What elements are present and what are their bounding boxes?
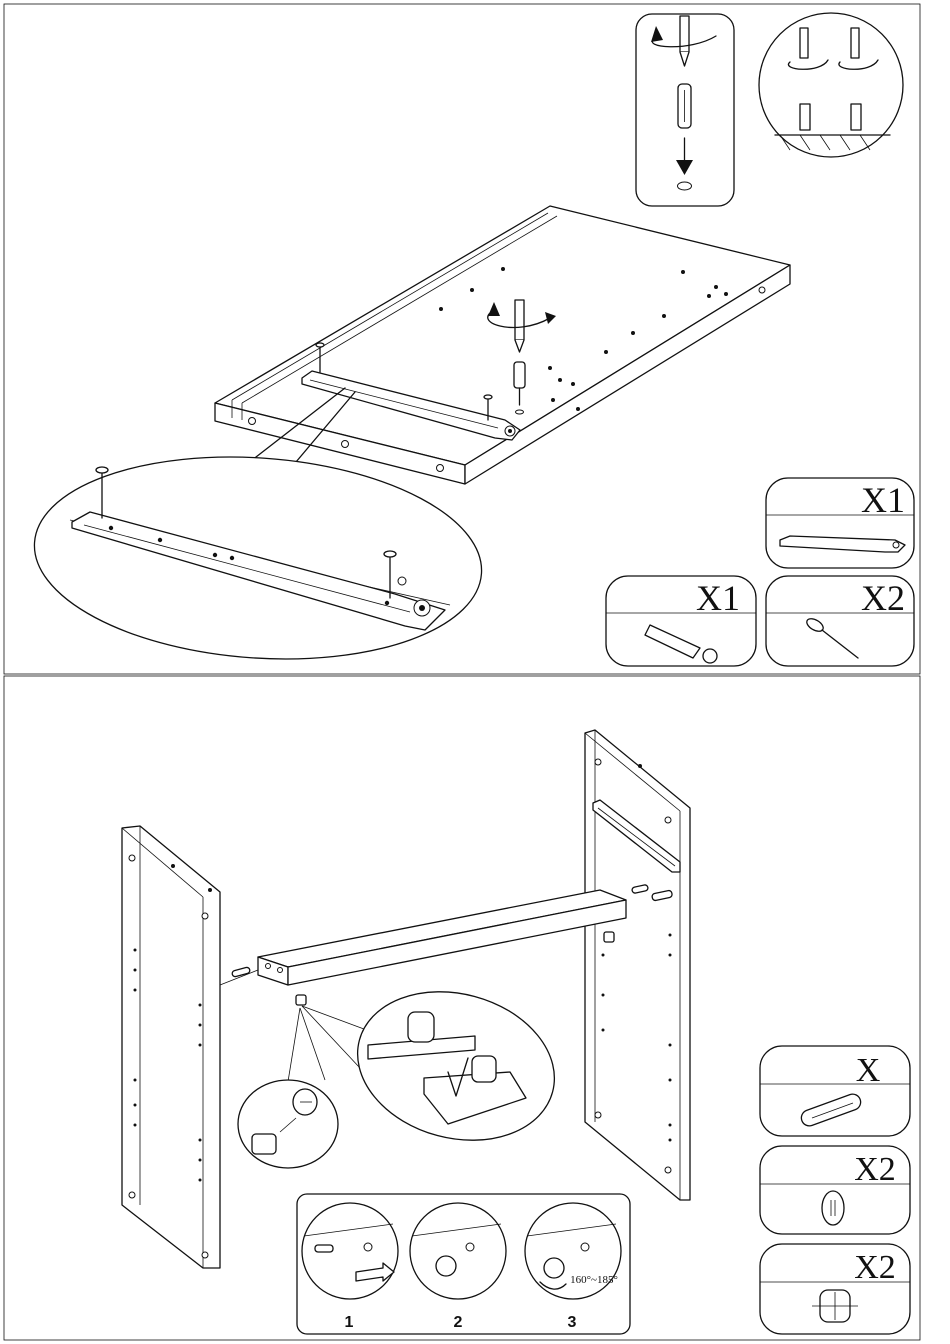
part-box-cam-lock: X2	[760, 1244, 910, 1334]
cam-cover-quantity: X2	[854, 1151, 896, 1188]
screw-depth-detail-inset	[759, 13, 903, 157]
cam-step-1-number: 1	[345, 1314, 354, 1331]
cam-step-3-angle: 160°~185°	[570, 1274, 618, 1286]
wood-dowel-quantity: X	[856, 1052, 881, 1089]
cam-lock-zoom-bubble	[302, 971, 571, 1162]
right-side-panel-drawing	[585, 730, 690, 1200]
wood-screw-quantity: X2	[861, 578, 905, 618]
cam-lock-steps-box: 1 2 160°~185° 3	[297, 1194, 630, 1334]
cam-step-3-number: 3	[568, 1314, 577, 1331]
part-box-wood-screw: X2	[766, 576, 914, 666]
bottom-step-panel: 1 2 160°~185° 3 X	[4, 676, 920, 1340]
euro-screw-detail-inset	[636, 14, 734, 206]
euro-screw-quantity: X1	[696, 578, 740, 618]
cam-cover-zoom-bubble	[238, 1008, 338, 1168]
part-box-cam-cover: X2	[760, 1146, 910, 1234]
left-side-panel-drawing	[122, 826, 220, 1268]
part-box-wood-dowel: X	[760, 1046, 910, 1136]
top-step-panel: X1 X1 X2	[4, 4, 920, 674]
side-board-drawing	[215, 206, 790, 484]
cam-step-2-number: 2	[454, 1314, 463, 1331]
part-box-euro-screw: X1	[606, 576, 756, 666]
cam-lock-quantity: X2	[854, 1249, 896, 1286]
drawer-slide-quantity: X1	[861, 480, 905, 520]
cross-rail-drawing	[220, 890, 626, 1005]
part-box-drawer-slide: X1	[766, 478, 914, 568]
